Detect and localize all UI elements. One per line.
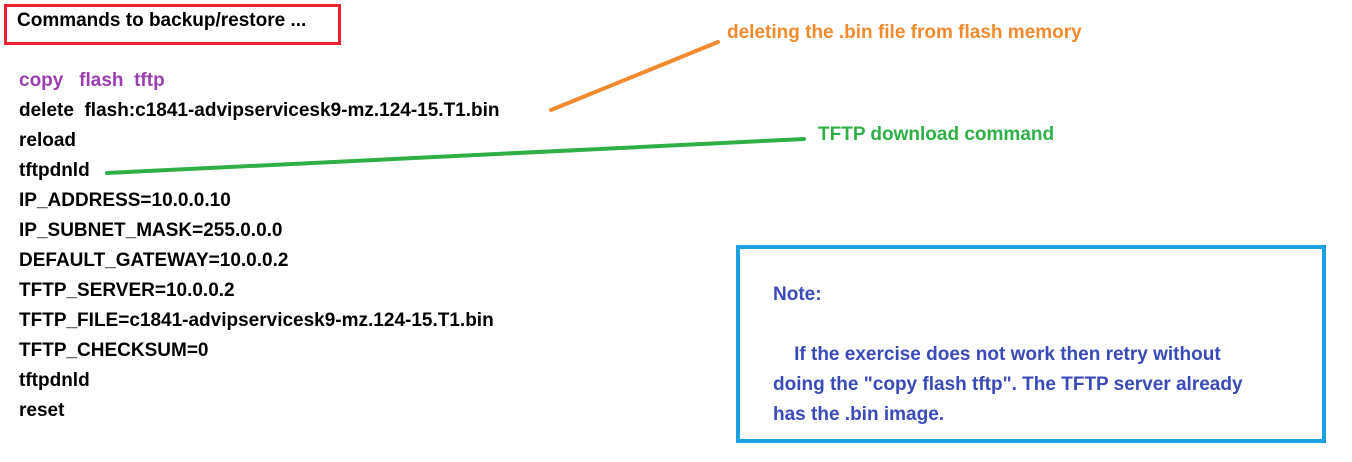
command-list: copy flash tftp delete flash:c1841-advip… [19,66,500,426]
title-box [4,4,341,45]
delete-annotation: deleting the .bin file from flash memory [727,22,1082,43]
note-title: Note: [773,284,822,305]
command-line-default-gateway: DEFAULT_GATEWAY=10.0.0.2 [19,250,289,271]
page-title: Commands to backup/restore ... [17,10,307,31]
command-line-delete-flash: delete flash:c1841-advipservicesk9-mz.12… [19,100,500,121]
command-line-ip-address: IP_ADDRESS=10.0.0.10 [19,190,231,211]
command-line-reset: reset [19,400,65,421]
command-line-tftpdnld: tftpdnld [19,160,90,181]
note-line: If the exercise does not work then retry… [773,344,1221,365]
note-line: doing the "copy flash tftp". The TFTP se… [773,374,1243,395]
note-line: has the .bin image. [773,404,945,425]
command-line-copy-flash-tftp: copy flash tftp [19,70,165,91]
command-line-reload: reload [19,130,77,151]
command-line-tftp-server: TFTP_SERVER=10.0.0.2 [19,280,235,301]
command-line-ip-subnet-mask: IP_SUBNET_MASK=255.0.0.0 [19,220,283,241]
tftp-annotation: TFTP download command [818,124,1055,145]
note-box [736,245,1326,443]
command-line-tftp-checksum: TFTP_CHECKSUM=0 [19,340,209,361]
command-line-tftp-file: TFTP_FILE=c1841-advipservicesk9-mz.124-1… [19,310,494,331]
command-line-tftpdnld-run: tftpdnld [19,370,90,391]
delete-annotation-connector [549,40,720,112]
note-body: If the exercise does not work then retry… [773,340,1303,430]
